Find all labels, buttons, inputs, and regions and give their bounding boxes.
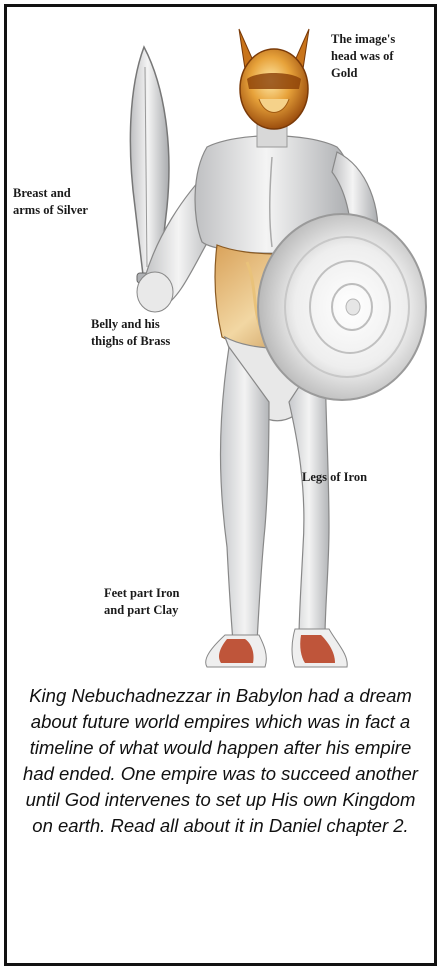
caption-text: King Nebuchadnezzar in Babylon had a dre… <box>15 683 426 839</box>
clay-feet <box>206 629 348 667</box>
shield <box>258 214 426 400</box>
head-label: The image's head was of Gold <box>331 31 395 82</box>
feet-label: Feet part Iron and part Clay <box>104 585 179 619</box>
belly-label: Belly and his thighs of Brass <box>91 316 170 350</box>
statue-illustration <box>7 7 434 672</box>
legs-label: Legs of Iron <box>302 469 367 486</box>
figure-frame: The image's head was of Gold Breast and … <box>4 4 437 966</box>
breast-label: Breast and arms of Silver <box>13 185 88 219</box>
gold-head <box>239 29 309 129</box>
